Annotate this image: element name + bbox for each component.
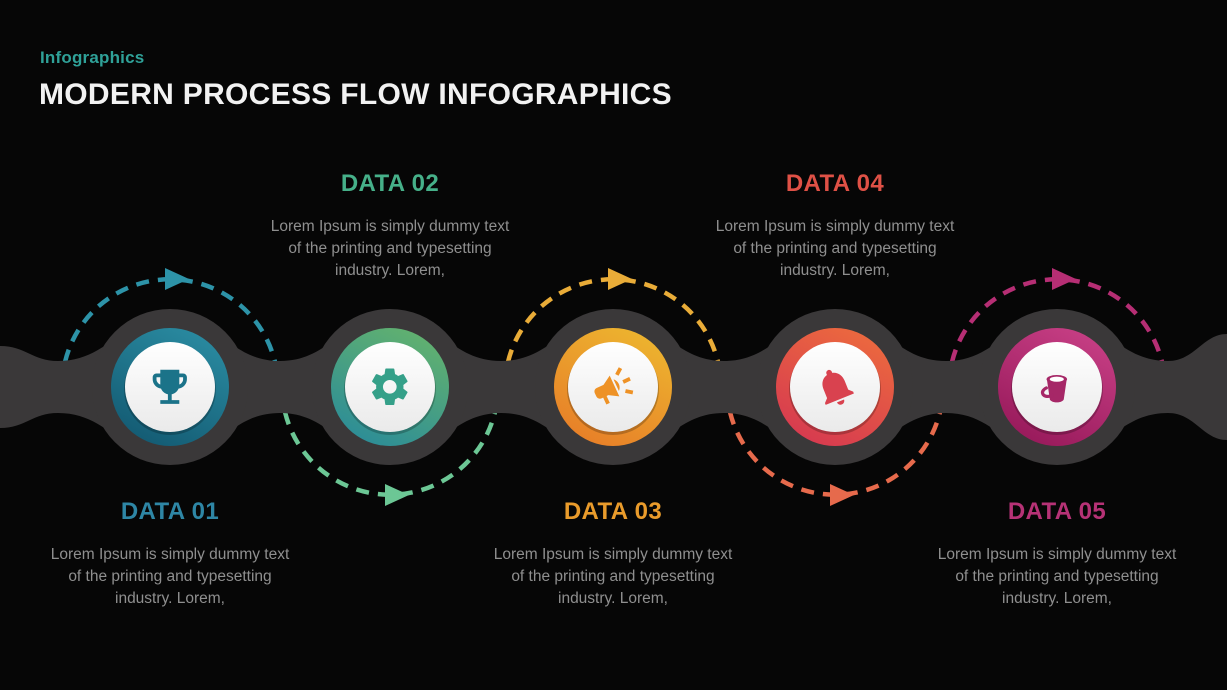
flow-arrowheads xyxy=(165,268,1076,506)
desc-line: of the printing and typesetting xyxy=(733,240,937,257)
node-description: Lorem Ipsum is simply dummy text of the … xyxy=(897,544,1217,610)
desc-line: industry. Lorem, xyxy=(780,262,890,279)
desc-line: Lorem Ipsum is simply dummy text xyxy=(937,546,1177,563)
desc-line: Lorem Ipsum is simply dummy text xyxy=(50,546,290,563)
node-text-2: DATA 02 Lorem Ipsum is simply dummy text… xyxy=(230,170,550,282)
process-node-3 xyxy=(554,328,672,446)
page-title: MODERN PROCESS FLOW INFOGRAPHICS xyxy=(39,78,672,111)
node-text-4: DATA 04 Lorem Ipsum is simply dummy text… xyxy=(675,170,995,282)
node-description: Lorem Ipsum is simply dummy text of the … xyxy=(675,216,995,282)
desc-line: Lorem Ipsum is simply dummy text xyxy=(270,218,510,235)
arrow-icon xyxy=(1052,268,1076,290)
node-text-3: DATA 03 Lorem Ipsum is simply dummy text… xyxy=(453,498,773,610)
node-description: Lorem Ipsum is simply dummy text of the … xyxy=(10,544,330,610)
process-node-4 xyxy=(776,328,894,446)
arrow-icon xyxy=(608,268,632,290)
node-label: DATA 03 xyxy=(563,498,663,525)
desc-line: industry. Lorem, xyxy=(335,262,445,279)
process-node-5 xyxy=(998,328,1116,446)
node-label: DATA 05 xyxy=(1007,498,1107,525)
bell-icon xyxy=(822,369,854,405)
bucket-icon xyxy=(1040,375,1068,403)
desc-line: industry. Lorem, xyxy=(558,590,668,607)
slide-eyebrow: Infographics xyxy=(40,48,145,67)
desc-line: of the printing and typesetting xyxy=(511,568,715,585)
desc-line: Lorem Ipsum is simply dummy text xyxy=(715,218,955,235)
node-label: DATA 02 xyxy=(340,170,440,197)
gear-icon xyxy=(372,368,408,406)
process-node-2 xyxy=(331,328,449,446)
arrow-icon xyxy=(165,268,189,290)
desc-line: of the printing and typesetting xyxy=(68,568,272,585)
node-description: Lorem Ipsum is simply dummy text of the … xyxy=(453,544,773,610)
node-inner-circle xyxy=(345,342,435,432)
desc-line: industry. Lorem, xyxy=(115,590,225,607)
desc-line: industry. Lorem, xyxy=(1002,590,1112,607)
desc-line: Lorem Ipsum is simply dummy text xyxy=(493,546,733,563)
node-text-1: DATA 01 Lorem Ipsum is simply dummy text… xyxy=(10,498,330,610)
node-description: Lorem Ipsum is simply dummy text of the … xyxy=(230,216,550,282)
megaphone-icon xyxy=(594,367,634,405)
desc-line: of the printing and typesetting xyxy=(955,568,1159,585)
node-text-5: DATA 05 Lorem Ipsum is simply dummy text… xyxy=(897,498,1217,610)
arrow-icon xyxy=(830,484,854,506)
node-label: DATA 01 xyxy=(120,498,220,525)
desc-line: of the printing and typesetting xyxy=(288,240,492,257)
trophy-icon xyxy=(152,369,187,404)
arrow-icon xyxy=(385,484,409,506)
node-label: DATA 04 xyxy=(785,170,885,197)
process-node-1 xyxy=(111,328,229,446)
